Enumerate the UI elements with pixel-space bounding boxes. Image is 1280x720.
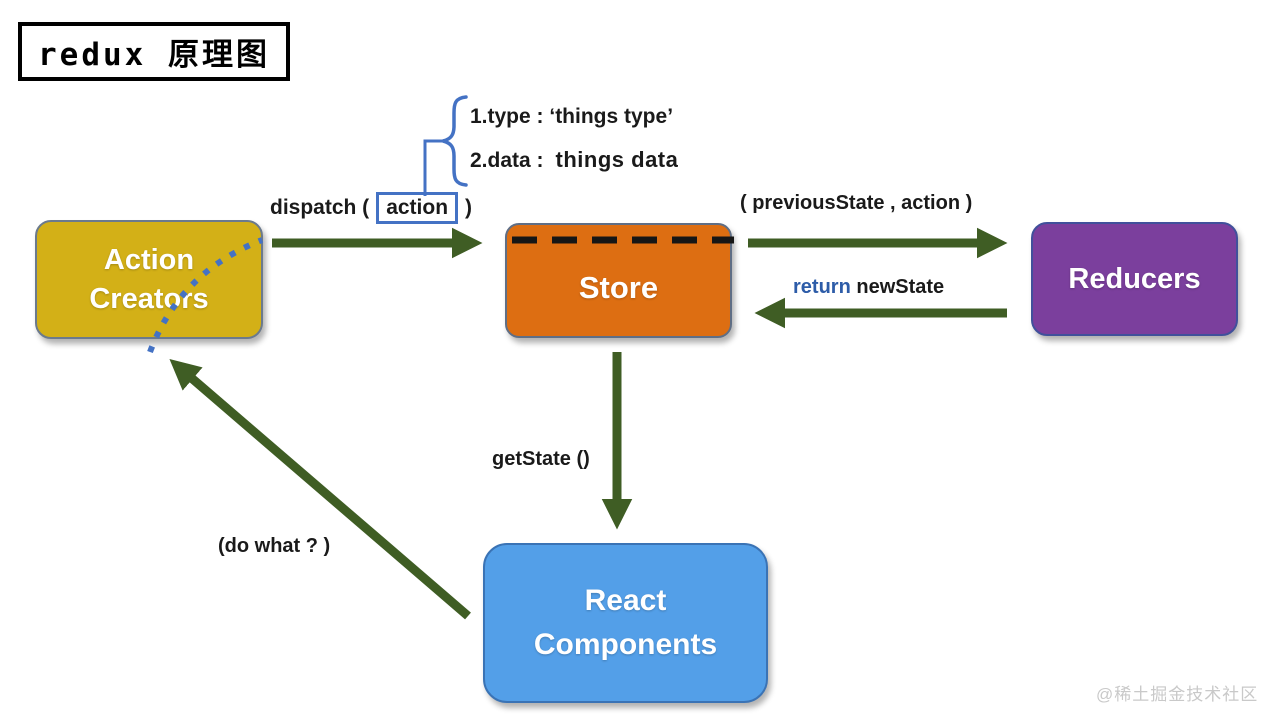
reducers-label: Reducers xyxy=(1068,262,1201,295)
node-reducers: Reducers xyxy=(1031,222,1238,336)
annotation-data-label: 2.data : xyxy=(470,149,544,172)
action-brace-connector xyxy=(423,139,443,196)
node-react-components: React Components xyxy=(483,543,768,703)
annotation-data-line: 2.data : things data xyxy=(470,147,678,173)
previous-state-label: ( previousState , action ) xyxy=(740,192,973,214)
return-keyword: return xyxy=(793,276,851,298)
react-components-label-line1: React xyxy=(584,584,667,617)
annotation-brace xyxy=(442,95,468,187)
action-chip: action xyxy=(376,192,459,224)
action-creators-label-line1: Action xyxy=(103,243,195,276)
do-what-arrow xyxy=(169,359,471,620)
do-what-label: (do what ? ) xyxy=(218,535,331,557)
dispatch-prefix: dispatch ( xyxy=(270,196,370,219)
react-components-label-line2: Components xyxy=(533,628,718,661)
annotation-data-value: things data xyxy=(555,147,679,172)
watermark: @稀土掘金技术社区 xyxy=(1096,685,1259,704)
dispatch-suffix: ) xyxy=(465,196,473,219)
dispatch-label: dispatch ( action ) xyxy=(270,192,472,224)
node-action-creators: Action Creators xyxy=(35,220,263,339)
node-store: Store xyxy=(505,223,732,338)
action-creators-label-line2: Creators xyxy=(89,282,209,315)
annotation-type-line: 1.type : ‘things type’ xyxy=(470,105,674,128)
newstate-text: newState xyxy=(856,276,945,298)
page-title: redux 原理图 xyxy=(18,22,290,81)
store-label: Store xyxy=(578,269,659,305)
getstate-label: getState () xyxy=(492,448,590,470)
return-newstate-label: return newState xyxy=(793,276,944,299)
